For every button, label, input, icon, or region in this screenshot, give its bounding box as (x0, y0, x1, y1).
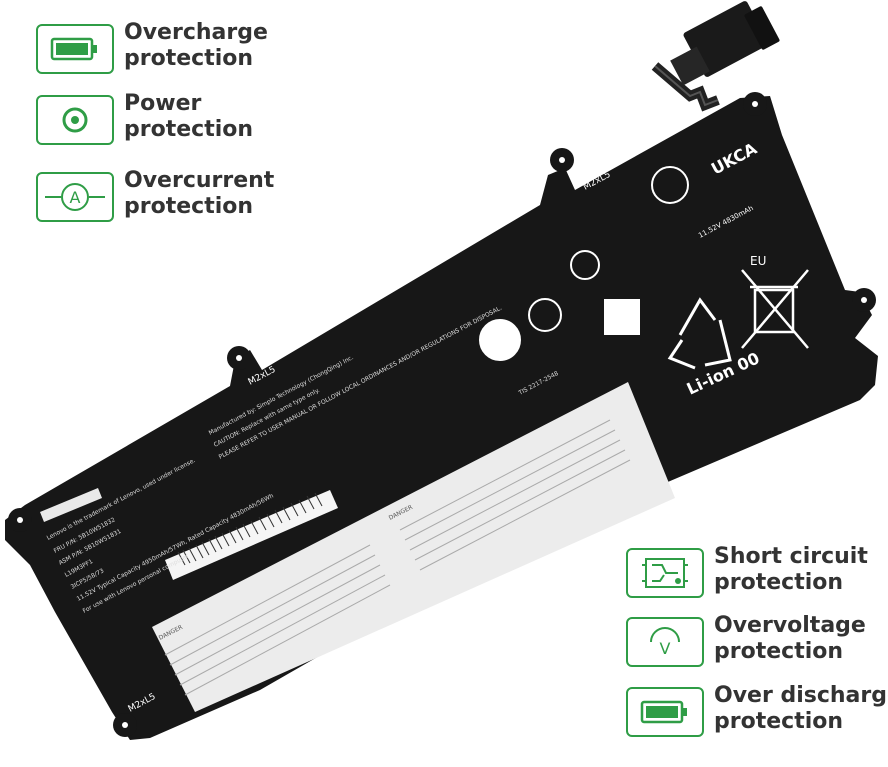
feature-short-circuit-line1: Short circuit (714, 544, 868, 569)
feature-overcharge-line2: protection (124, 46, 254, 71)
svg-text:V: V (660, 639, 671, 658)
voltmeter-icon: V (626, 617, 704, 667)
circuit-board-icon (626, 548, 704, 598)
feature-overcurrent-line1: Overcurrent (124, 168, 275, 193)
feature-power-line1: Power (124, 91, 202, 116)
crossed-bin-icon (741, 269, 809, 349)
battery-body (5, 96, 878, 740)
feature-overvoltage-line2: protection (714, 639, 844, 664)
recycle-icon (667, 297, 732, 370)
barcode (177, 492, 323, 566)
feature-short-circuit-line2: protection (714, 570, 844, 595)
lenovo-tag (40, 488, 102, 522)
eu-mark: EU (750, 254, 766, 268)
feature-over-discharge-line1: Over discharge (714, 683, 888, 708)
ammeter-icon: A (36, 172, 114, 222)
power-icon (36, 95, 114, 145)
ce-marks (479, 166, 689, 361)
feature-overcurrent-line2: protection (124, 194, 254, 219)
battery-full-icon (36, 24, 114, 74)
feature-overvoltage-line1: Overvoltage (714, 613, 866, 638)
connector-cable (651, 1, 780, 112)
feature-over-discharge-line2: protection (714, 709, 844, 734)
svg-text:A: A (70, 188, 81, 207)
feature-overcharge-line1: Overcharge (124, 20, 268, 45)
fine-print-lines (164, 419, 631, 696)
battery-low-icon (626, 687, 704, 737)
feature-power-line2: protection (124, 117, 254, 142)
barcode-label (165, 490, 338, 580)
